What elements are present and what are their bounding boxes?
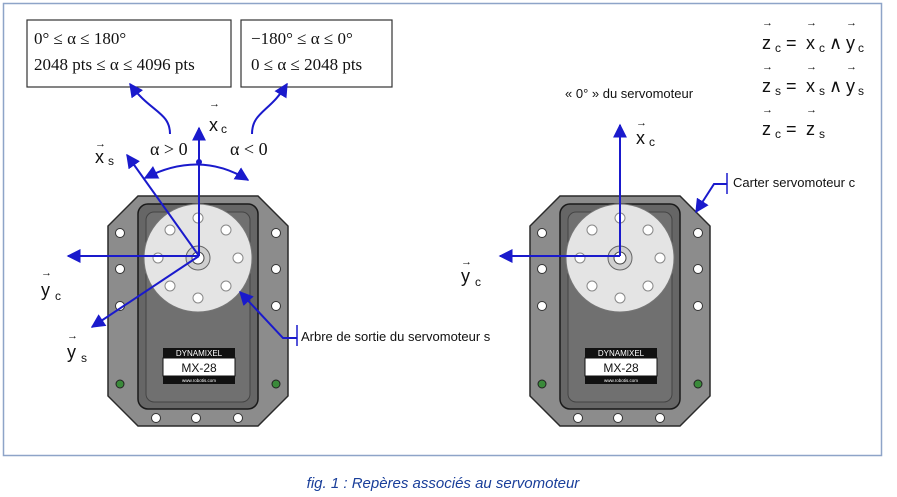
svg-text:→: → <box>846 17 857 29</box>
left-servo: DYNAMIXEL MX-28 www.robotis.com <box>107 195 289 427</box>
right-servo-model: MX-28 <box>603 361 639 375</box>
svg-text:→: → <box>806 104 817 116</box>
angle-arc <box>143 163 250 181</box>
arbre-label: Arbre de sortie du servomoteur s <box>301 329 491 344</box>
svg-text:s: s <box>775 84 781 98</box>
svg-text:x: x <box>209 115 218 135</box>
svg-text:c: c <box>858 41 864 55</box>
svg-text:→: → <box>762 61 773 73</box>
label-x-c-right: → x c <box>636 117 655 149</box>
svg-text:→: → <box>41 267 52 279</box>
left-axis-y-s <box>90 255 200 328</box>
svg-text:z: z <box>762 76 771 96</box>
range-box-positive: 0° ≤ α ≤ 180° 2048 pts ≤ α ≤ 4096 pts <box>26 19 232 88</box>
svg-text:=: = <box>786 76 797 96</box>
svg-text:z: z <box>806 119 815 139</box>
svg-text:c: c <box>55 289 61 303</box>
svg-text:s: s <box>858 84 864 98</box>
left-servo-brand: DYNAMIXEL <box>176 349 223 358</box>
carter-label: Carter servomoteur c <box>733 175 856 190</box>
svg-text:z: z <box>762 33 771 53</box>
zero-label: « 0° » du servomoteur <box>565 86 694 101</box>
svg-text:→: → <box>209 98 220 110</box>
label-x-s-left: → x s <box>95 138 114 168</box>
svg-text:∧: ∧ <box>829 76 842 96</box>
right-servo-url: www.robotis.com <box>604 378 638 383</box>
svg-text:y: y <box>41 280 50 300</box>
svg-text:→: → <box>67 330 78 342</box>
svg-text:s: s <box>81 351 87 365</box>
svg-text:s: s <box>819 84 825 98</box>
right-servo: DYNAMIXEL MX-28 www.robotis.com <box>529 195 711 427</box>
figure-caption: fig. 1 : Repères associés au servomoteur <box>307 475 581 492</box>
svg-text:→: → <box>461 256 472 268</box>
svg-text:c: c <box>775 41 781 55</box>
equation-3: → z c = → z s <box>762 104 825 141</box>
right-servo-brand: DYNAMIXEL <box>598 349 645 358</box>
left-servo-url: www.robotis.com <box>182 378 216 383</box>
svg-text:=: = <box>786 119 797 139</box>
pointer-negative <box>251 82 288 135</box>
left-axis-x-s <box>126 153 200 257</box>
equation-2: → z s = → x s ∧ → y s <box>762 61 864 98</box>
figure-frame <box>2 2 883 457</box>
label-y-c-right: → y c <box>461 256 481 289</box>
svg-text:x: x <box>636 128 645 148</box>
svg-text:x: x <box>806 76 815 96</box>
svg-text:→: → <box>846 61 857 73</box>
angle-positive-label: α > 0 <box>150 139 188 159</box>
svg-text:s: s <box>819 127 825 141</box>
carter-pointer <box>695 183 727 214</box>
range-box-negative-line2: 0 ≤ α ≤ 2048 pts <box>251 55 362 74</box>
svg-text:c: c <box>475 275 481 289</box>
svg-text:c: c <box>819 41 825 55</box>
svg-text:c: c <box>649 135 655 149</box>
label-y-s-left: → y s <box>67 330 87 365</box>
svg-text:→: → <box>636 117 647 129</box>
svg-text:→: → <box>806 17 817 29</box>
svg-text:c: c <box>221 122 227 136</box>
range-box-negative: −180° ≤ α ≤ 0° 0 ≤ α ≤ 2048 pts <box>240 19 393 88</box>
svg-text:y: y <box>461 266 470 286</box>
arbre-pointer <box>239 290 297 339</box>
svg-text:∧: ∧ <box>829 33 842 53</box>
svg-text:→: → <box>762 104 773 116</box>
svg-text:c: c <box>775 127 781 141</box>
pointer-positive <box>129 82 171 135</box>
svg-text:z: z <box>762 119 771 139</box>
left-servo-model: MX-28 <box>181 361 217 375</box>
angle-negative-label: α < 0 <box>230 139 268 159</box>
svg-text:→: → <box>806 61 817 73</box>
range-box-positive-line2: 2048 pts ≤ α ≤ 4096 pts <box>34 55 195 74</box>
svg-text:y: y <box>846 33 855 53</box>
label-y-c-left: → y c <box>41 267 61 303</box>
range-box-negative-line1: −180° ≤ α ≤ 0° <box>251 29 353 48</box>
range-box-positive-line1: 0° ≤ α ≤ 180° <box>34 29 126 48</box>
equation-1: → z c = → x c ∧ → y c <box>762 17 864 55</box>
svg-text:y: y <box>67 342 76 362</box>
svg-text:x: x <box>95 147 104 167</box>
svg-text:=: = <box>786 33 797 53</box>
label-x-c-left: → x c <box>209 98 227 136</box>
svg-text:s: s <box>108 154 114 168</box>
svg-text:→: → <box>95 138 106 150</box>
svg-text:x: x <box>806 33 815 53</box>
svg-text:y: y <box>846 76 855 96</box>
svg-text:→: → <box>762 17 773 29</box>
